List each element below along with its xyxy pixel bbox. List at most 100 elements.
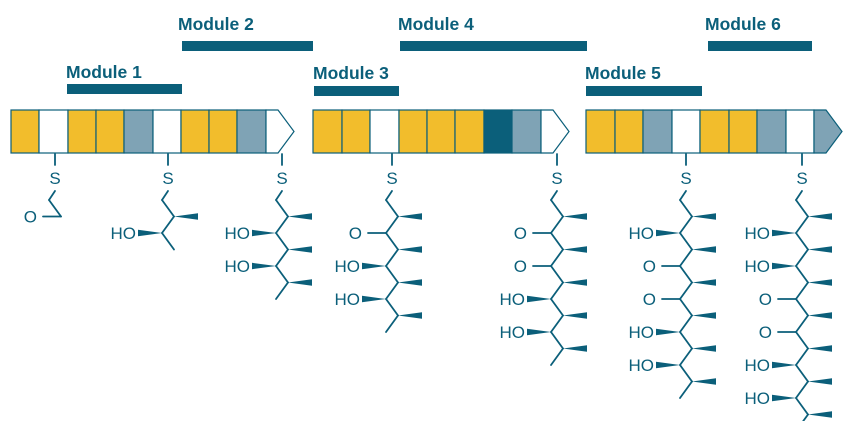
- hydroxyl-wedge: [527, 295, 551, 303]
- chain-bond: [385, 232, 399, 251]
- thioester-bond: [679, 190, 687, 201]
- methyl-wedge: [808, 246, 832, 253]
- chain-bond: [679, 265, 693, 284]
- sulfur-label: S: [276, 169, 287, 188]
- chain-bond: [795, 265, 809, 284]
- hydroxyl-wedge: [362, 295, 386, 303]
- hydroxyl-label: HO: [111, 224, 137, 243]
- hydroxyl-wedge: [252, 262, 276, 270]
- chain-bond: [550, 232, 564, 251]
- chain-bond: [679, 331, 693, 350]
- methyl-wedge: [398, 312, 422, 319]
- gene-1-domain: [95, 109, 125, 154]
- methyl-wedge: [288, 246, 312, 253]
- hydroxyl-wedge: [252, 229, 276, 237]
- gene-1-domain: [38, 109, 69, 154]
- polyketide-intermediates: SOSHOSHOHOSOHOHOSOOHOHOSHOOOHOHOSHOHOOOH…: [24, 153, 832, 421]
- sulfur-label: S: [49, 169, 60, 188]
- hydroxyl-wedge: [527, 328, 551, 336]
- hydroxyl-label: HO: [335, 290, 361, 309]
- sulfur-label: S: [680, 169, 691, 188]
- chain-bond: [795, 380, 809, 399]
- oxygen-label: O: [24, 208, 37, 227]
- chain-bond: [795, 232, 809, 251]
- gene-2-domain: [426, 109, 456, 154]
- chain-bond: [385, 265, 399, 284]
- terminal-bond: [385, 314, 399, 333]
- oxygen-label: O: [514, 224, 527, 243]
- oxygen-label: O: [643, 257, 656, 276]
- chain-bond: [385, 199, 399, 218]
- chain-bond: [275, 199, 289, 218]
- hydroxyl-label: HO: [629, 323, 655, 342]
- chain-bond: [550, 265, 564, 284]
- methyl-wedge: [692, 279, 716, 286]
- methyl-wedge: [808, 279, 832, 286]
- methyl-wedge: [808, 378, 832, 385]
- thioester-bond: [550, 190, 558, 201]
- hydroxyl-wedge: [656, 229, 680, 237]
- module-2-bar: [182, 41, 313, 51]
- chain-bond: [679, 248, 693, 267]
- gene-2-domain: [312, 109, 343, 154]
- gene-1-domain: [152, 109, 182, 154]
- chain-bond: [385, 248, 399, 267]
- methyl-wedge: [692, 312, 716, 319]
- oxygen-label: O: [759, 323, 772, 342]
- chain-bond: [679, 232, 693, 251]
- sulfur-label: S: [162, 169, 173, 188]
- chain-bond: [679, 364, 693, 383]
- chain-bond: [161, 199, 175, 218]
- gene-2-domain: [483, 109, 513, 154]
- hydroxyl-wedge: [656, 361, 680, 369]
- thioester-bond: [385, 190, 393, 201]
- chain-bond: [275, 232, 289, 251]
- gene-3-domain: [614, 109, 644, 154]
- methyl-wedge: [288, 279, 312, 286]
- chain-bond: [550, 215, 564, 234]
- hydroxyl-wedge: [772, 262, 796, 270]
- module-3-bar: [314, 86, 399, 96]
- chain-bond: [550, 199, 564, 218]
- module-1-bar: [67, 84, 182, 94]
- methyl-wedge: [398, 279, 422, 286]
- hydroxyl-wedge: [772, 394, 796, 402]
- gene-1-domain: [208, 109, 238, 154]
- hydroxyl-label: HO: [745, 389, 771, 408]
- chain-bond: [795, 281, 809, 300]
- methyl-wedge: [692, 378, 716, 385]
- hydroxyl-label: HO: [629, 224, 655, 243]
- gene-3-domain: [671, 109, 701, 154]
- gene-1-domain: [67, 109, 97, 154]
- chain-bond: [550, 281, 564, 300]
- module-5-bar: [586, 86, 702, 96]
- gene-2-domain: [341, 109, 371, 154]
- methyl-wedge: [692, 213, 716, 220]
- chain-bond: [385, 298, 399, 317]
- methyl-wedge: [692, 345, 716, 352]
- hydroxyl-wedge: [656, 328, 680, 336]
- hydroxyl-wedge: [772, 361, 796, 369]
- thioester-bond: [48, 190, 56, 201]
- module-2-label: Module 2: [178, 14, 254, 34]
- gene-2-domain: [511, 109, 542, 154]
- gene-2-domain: [540, 109, 570, 154]
- chain-bond: [679, 347, 693, 366]
- hydroxyl-label: HO: [500, 323, 526, 342]
- module-4-label: Module 4: [398, 14, 474, 34]
- methyl-wedge: [563, 279, 587, 286]
- sulfur-label: S: [386, 169, 397, 188]
- hydroxyl-label: HO: [745, 224, 771, 243]
- module-3-label: Module 3: [313, 63, 389, 83]
- chain-bond: [795, 347, 809, 366]
- gene-3-domain: [728, 109, 758, 154]
- gene-3-domain: [585, 109, 616, 154]
- hydroxyl-label: HO: [500, 290, 526, 309]
- chain-bond: [795, 397, 809, 416]
- gene-3-domain: [785, 109, 815, 154]
- chain-bond: [679, 298, 693, 317]
- thioester-bond: [275, 190, 283, 201]
- methyl-wedge: [692, 246, 716, 253]
- hydroxyl-label: HO: [629, 356, 655, 375]
